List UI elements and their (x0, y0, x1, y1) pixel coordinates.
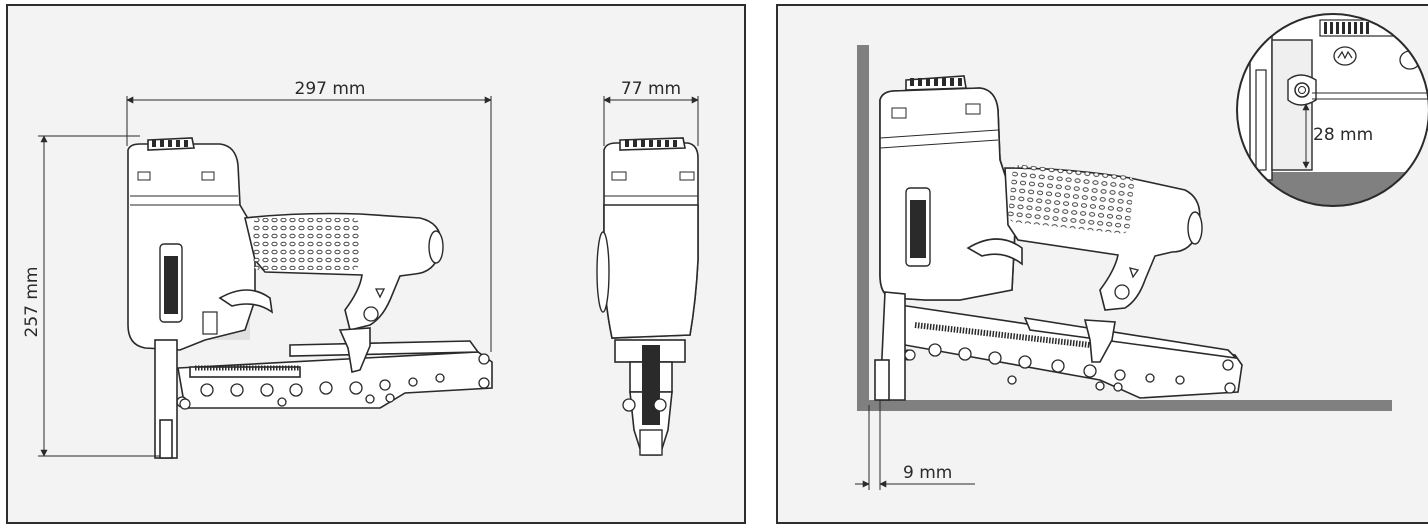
detail-magnifier (1236, 13, 1428, 207)
height-dimension (38, 135, 160, 457)
width-dimension (603, 96, 699, 146)
length-dimension-label: 297 mm (295, 79, 366, 99)
clearance-stapler-icon (874, 75, 1243, 401)
wall (857, 45, 869, 411)
side-view-stapler-icon (127, 137, 493, 459)
width-dimension-label: 77 mm (621, 79, 681, 99)
inset-height-label: 28 mm (1313, 125, 1373, 145)
wall-distance-dimension (855, 400, 975, 490)
height-dimension-label: 257 mm (22, 267, 42, 338)
wall-distance-label: 9 mm (903, 463, 952, 483)
length-dimension (126, 96, 492, 352)
floor (857, 400, 1392, 411)
front-view-stapler-icon (596, 137, 699, 456)
